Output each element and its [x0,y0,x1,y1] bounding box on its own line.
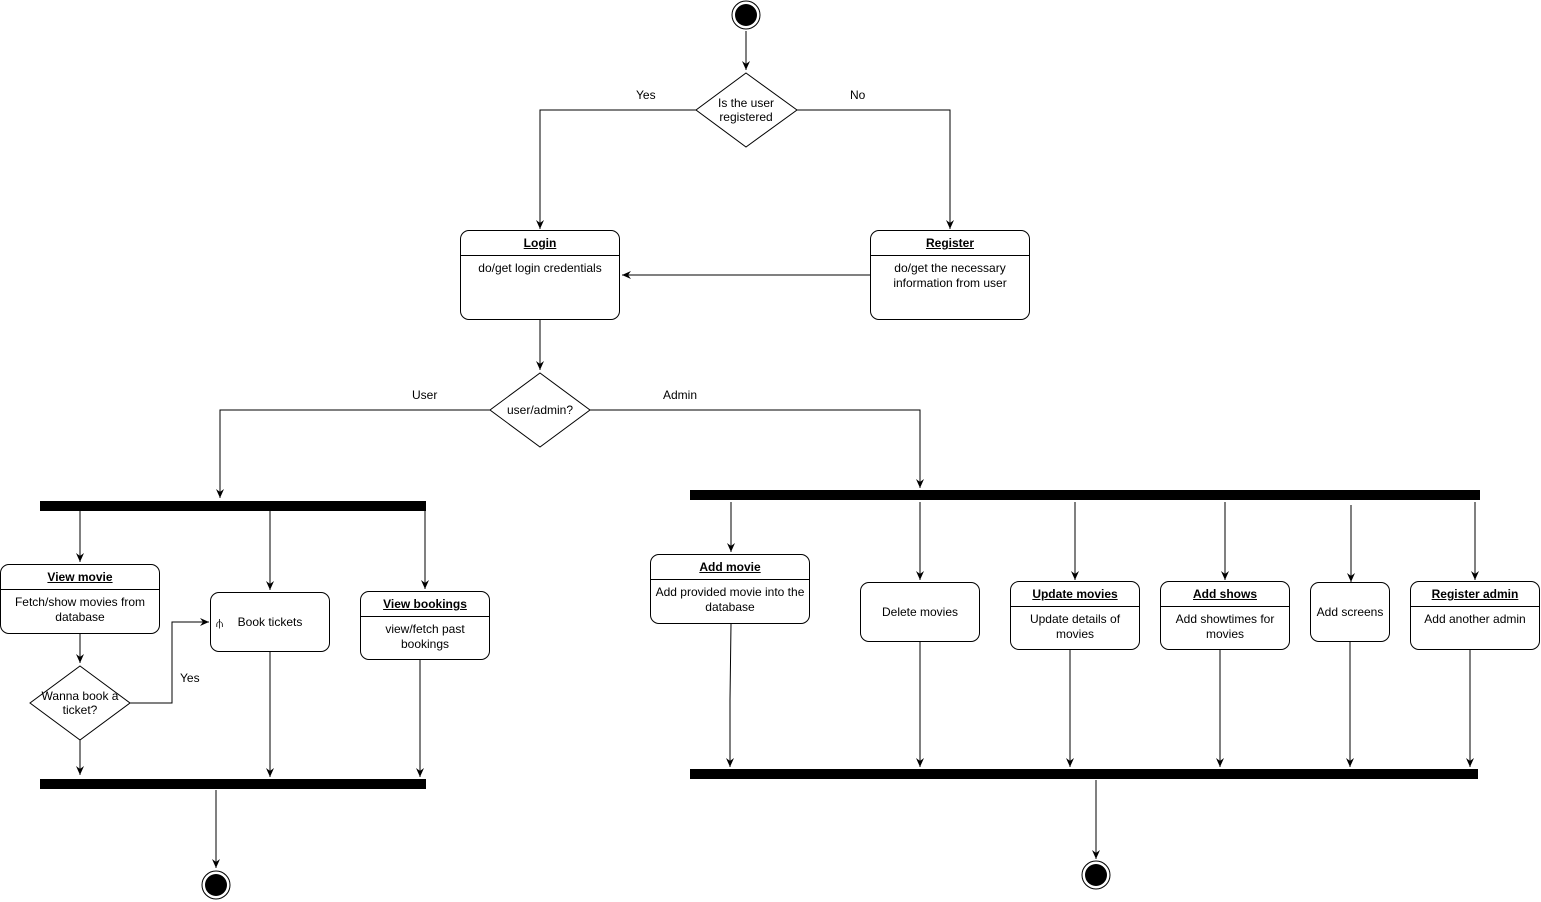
admin-end-node [1081,860,1111,890]
delete-movies-state: Delete movies [860,582,980,642]
view-bookings-body: view/fetch past bookings [385,622,465,651]
label-no: No [850,88,866,102]
login-title: Login [461,231,619,256]
book-tickets-state: ⫛ Book tickets [210,592,330,652]
user-fork-bar [40,501,426,511]
register-admin-state: Register admin Add another admin [1410,581,1540,650]
update-movies-state: Update movies Update details of movies [1010,581,1140,650]
admin-join-bar [690,769,1478,779]
edge-user-to-fork [216,409,490,498]
start-node [731,0,761,30]
label-yes: Yes [636,88,656,102]
view-movie-state: View movie Fetch/show movies from databa… [0,564,160,634]
add-screens-state: Add screens [1310,582,1390,642]
login-state: Login do/get login credentials [460,230,620,320]
user-end-node [201,870,231,900]
edge-admin-to-fork [590,409,924,488]
update-movies-body: Update details of movies [1029,612,1121,641]
label-yes-book: Yes [180,671,200,685]
edge-yes-to-login [536,109,696,229]
view-movie-body: Fetch/show movies from database [14,595,146,624]
decision-role-text: user/admin? [506,403,574,417]
label-user: User [412,388,438,402]
register-state: Register do/get the necessary informatio… [870,230,1030,320]
register-body: do/get the necessary information from us… [893,261,1007,290]
decision-role-diamond [489,372,591,448]
view-movie-title: View movie [1,565,159,590]
add-screens-label: Add screens [1316,604,1384,619]
add-shows-state: Add shows Add showtimes for movies [1160,581,1290,650]
edge-no-to-register [797,109,954,229]
edge-add-movie-to-join [726,623,734,767]
add-movie-state: Add movie Add provided movie into the da… [650,554,810,624]
user-join-bar [40,779,426,789]
add-movie-body: Add provided movie into the database [655,585,805,614]
label-admin: Admin [663,388,698,402]
register-admin-title: Register admin [1411,582,1539,607]
book-tickets-label: Book tickets [237,614,303,629]
register-admin-body: Add another admin [1424,612,1526,626]
update-movies-title: Update movies [1011,582,1139,607]
add-shows-title: Add shows [1161,582,1289,607]
decision-book-text: Wanna book a ticket? [41,689,119,717]
admin-fork-bar [690,490,1480,500]
login-body: do/get login credentials [478,261,602,275]
view-bookings-title: View bookings [361,592,489,617]
add-movie-title: Add movie [651,555,809,580]
edge-yes-to-book-tickets [130,618,209,704]
delete-movies-label: Delete movies [881,604,959,619]
add-shows-body: Add showtimes for movies [1175,612,1275,641]
register-title: Register [871,231,1029,256]
rake-icon: ⫛ [216,616,224,630]
decision-registered-diamond [695,72,798,148]
view-bookings-state: View bookings view/fetch past bookings [360,591,490,660]
decision-registered-text: Is the user registered [717,96,775,124]
